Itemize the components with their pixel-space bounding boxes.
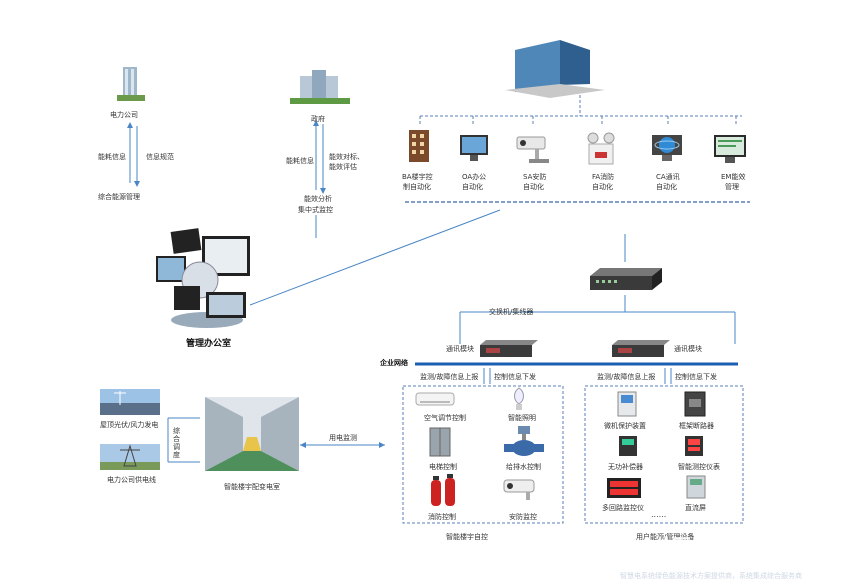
ba-item-2: 智能照明: [508, 414, 536, 422]
switch-icon: [590, 266, 662, 292]
gov-energy-info-label: 能耗信息: [286, 157, 314, 165]
elevator-icon: [429, 427, 451, 457]
dispatch-char-3: 调: [173, 443, 180, 451]
office-title: 管理办公室: [186, 339, 232, 349]
grid-label: 电力公司供电线: [107, 476, 156, 484]
ba-item-4: 给排水控制: [506, 463, 541, 471]
power-supply-label: 用电监测: [329, 434, 357, 442]
solar-wind-label: 屋顶光伏/风力发电: [100, 421, 159, 429]
switch-label: 交换机/集线器: [489, 308, 534, 316]
breaker-icon: [684, 391, 706, 417]
substation-label: 智能楼宇配变电室: [224, 483, 280, 491]
pm-item-5: 多回路监控仪: [602, 504, 644, 512]
government-label: 政府: [311, 115, 325, 123]
left-upload-label: 监测/故障信息上报: [420, 373, 479, 381]
power-monitor-title: 用户能源/管理设备: [636, 533, 695, 541]
dispatch-char-4: 度: [173, 451, 180, 459]
watermark-phone: 400-6569-698: [735, 534, 845, 550]
dispatch-char-2: 合: [173, 435, 180, 443]
system-3-line1: SA安防: [523, 173, 547, 181]
power-company-label: 电力公司: [110, 111, 138, 119]
system-4-line2: 自动化: [592, 183, 613, 191]
ba-building-icon: [405, 128, 433, 164]
comm-module-left-icon: [480, 340, 538, 358]
pm-more: ......: [651, 510, 667, 519]
system-5-line2: 自动化: [656, 183, 677, 191]
price-policy-label: 信息规范: [146, 153, 174, 161]
system-1-line1: BA楼宇控: [402, 173, 433, 181]
relay-protection-icon: [617, 391, 637, 417]
multi-circuit-monitor-icon: [606, 477, 642, 499]
left-download-label: 控制信息下发: [494, 373, 536, 381]
gov-analysis-line1: 能效分析: [304, 195, 332, 203]
capacitor-icon: [618, 435, 638, 457]
government-building-icon: [290, 68, 350, 104]
solar-wind-photo: [100, 389, 160, 415]
watermark-slogan: 智慧电系统绿色能源技术方案提供商，系统集成综合服务商: [620, 572, 802, 580]
dispatch-char-1: 综: [173, 427, 180, 435]
right-upload-label: 监测/故障信息上报: [597, 373, 656, 381]
gov-compare-line2: 能效评估: [329, 163, 357, 171]
substation-photo: [205, 397, 299, 471]
aircon-icon: [415, 391, 455, 409]
ba-item-6: 安防监控: [509, 513, 537, 521]
enterprise-network-label: 企业网络: [380, 359, 408, 367]
comm-module-right-icon: [612, 340, 670, 358]
system-2-line2: 自动化: [462, 183, 483, 191]
ca-globe-icon: [650, 133, 684, 163]
building-auto-title: 智能楼宇自控: [446, 533, 488, 541]
watermark-brand: 伯瓦: [655, 536, 691, 557]
grid-tower-photo: [100, 444, 160, 470]
comm-module-right-label: 通讯模块: [674, 345, 702, 353]
security-camera-icon: [500, 476, 544, 502]
integrated-mgmt-label: 综合能源管理: [98, 193, 140, 201]
ba-item-3: 电梯控制: [429, 463, 457, 471]
system-3-line2: 自动化: [523, 183, 544, 191]
ba-item-1: 空气调节控制: [424, 414, 466, 422]
ba-item-5: 消防控制: [428, 513, 456, 521]
system-4-line1: FA消防: [592, 173, 615, 181]
gov-compare-line1: 能效对标、: [329, 153, 364, 161]
meter-icon: [684, 435, 704, 457]
comm-module-left-label: 通讯模块: [446, 345, 474, 353]
valve-icon: [504, 424, 544, 458]
lamp-icon: [505, 386, 533, 414]
power-monitor-box: [584, 385, 744, 524]
pm-item-6: 直流屏: [685, 504, 706, 512]
gov-analysis-line2: 集中式监控: [298, 206, 333, 214]
office-monitors-icon: [152, 222, 262, 330]
watermark-url: www.bowa.com: [750, 553, 821, 562]
fa-emergency-light-icon: [585, 128, 617, 168]
system-5-line1: CA通讯: [656, 173, 680, 181]
building-auto-box: [402, 385, 564, 524]
system-6-line2: 管理: [725, 183, 739, 191]
pm-item-3: 无功补偿器: [608, 463, 643, 471]
system-1-line2: 制自动化: [403, 183, 431, 191]
smart-building-icon: [505, 40, 605, 98]
right-download-label: 控制信息下发: [675, 373, 717, 381]
em-monitor-icon: [712, 133, 748, 165]
sa-camera-icon: [515, 133, 555, 165]
pm-item-4: 智能测控仪表: [678, 463, 720, 471]
pm-item-2: 框架断路器: [679, 422, 714, 430]
oa-monitor-icon: [458, 133, 490, 163]
extinguisher-icon: [425, 474, 461, 508]
system-2-line1: OA办公: [462, 173, 487, 181]
pm-item-1: 微机保护装置: [604, 422, 646, 430]
power-company-building-icon: [117, 65, 145, 103]
dc-panel-icon: [686, 475, 706, 499]
system-6-line1: EM能效: [721, 173, 746, 181]
energy-info-label: 能耗信息: [98, 153, 126, 161]
